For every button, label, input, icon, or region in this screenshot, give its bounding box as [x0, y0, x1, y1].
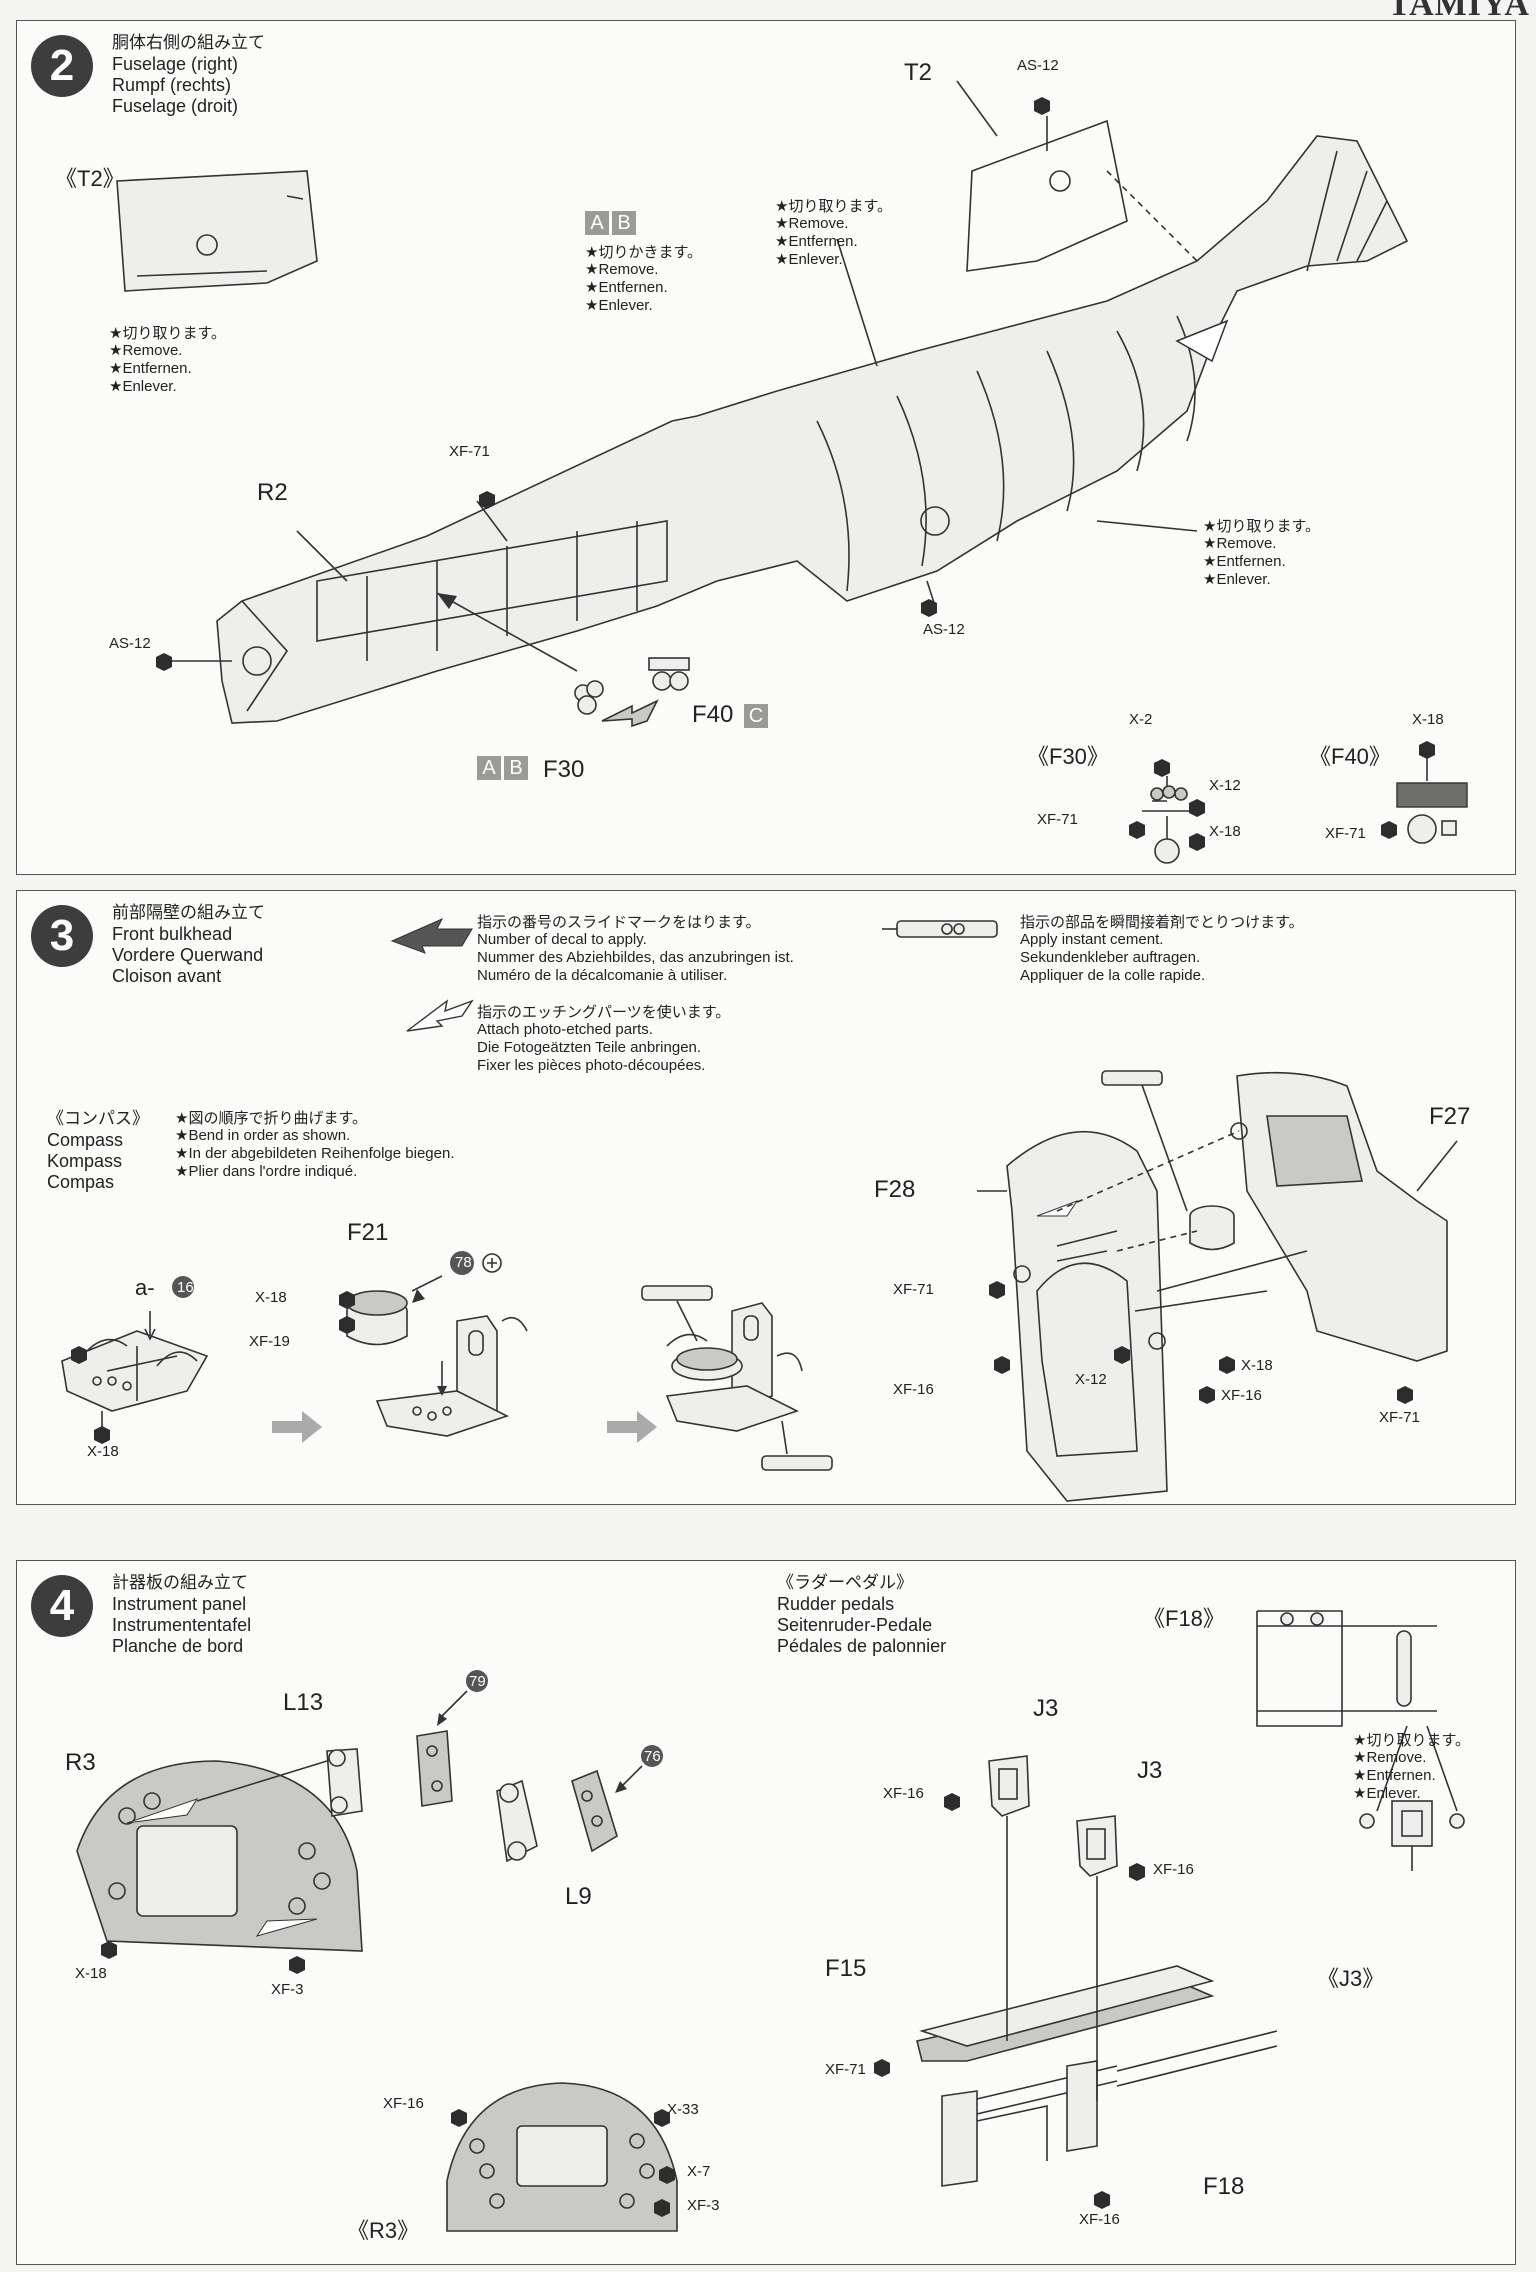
- label-a16-num: 16: [177, 1279, 194, 1296]
- step-number: 3: [31, 905, 93, 967]
- label-decal76: 76: [644, 1748, 661, 1765]
- f18-detail-title: 《F18》: [1143, 1606, 1225, 1631]
- title-de: Instrumententafel: [112, 1615, 252, 1635]
- label-x18-f40: X-18: [1412, 711, 1444, 728]
- compass-title: 《コンパス》 Compass Kompass Compas: [47, 1109, 149, 1192]
- t2-remove-note: ★切り取ります。 ★Remove. ★Entfernen. ★Enlever.: [109, 324, 226, 395]
- label-x2: X-2: [1129, 711, 1153, 728]
- title-fr: Cloison avant: [112, 966, 222, 986]
- step-3-panel: 3 前部隔壁の組み立て Front bulkhead Vordere Querw…: [16, 890, 1516, 1505]
- label-r3: R3: [65, 1749, 96, 1776]
- label-f40: F40: [692, 701, 734, 728]
- legend-decal: 指示の番号のスライドマークをはります。 Number of decal to a…: [477, 913, 794, 984]
- label-xf71: XF-71: [449, 443, 490, 460]
- step-2-panel: 2 胴体右側の組み立て Fuselage (right) Rumpf (rech…: [16, 20, 1516, 875]
- instrument-rudder-drawing: [76, 1610, 1465, 2232]
- label-j3-a: J3: [1033, 1695, 1059, 1722]
- label-xf16-j3b: XF-16: [1153, 1861, 1194, 1878]
- compass-note: ★図の順序で折り曲げます。 ★Bend in order as shown. ★…: [175, 1109, 455, 1180]
- label-xf71-b: XF-71: [1379, 1409, 1420, 1426]
- label-f30: F30: [543, 756, 585, 783]
- label-f28: F28: [874, 1176, 916, 1203]
- step-number: 4: [31, 1575, 93, 1637]
- f40-detail-title: 《F40》: [1309, 744, 1391, 769]
- label-xf16-r3: XF-16: [383, 2095, 424, 2112]
- step-title: 胴体右側の組み立て Fuselage (right) Rumpf (rechts…: [112, 33, 265, 117]
- title-fr: Planche de bord: [112, 1636, 244, 1656]
- label-x12: X-12: [1209, 777, 1241, 794]
- label-x7: X-7: [687, 2163, 711, 2180]
- label-xf3: XF-3: [271, 1981, 304, 1998]
- fuselage-remove-note-top: ★切り取ります。 ★Remove. ★Entfernen. ★Enlever.: [775, 197, 892, 268]
- step-4-panel: 4 計器板の組み立て Instrument panel Instrumenten…: [16, 1560, 1516, 2265]
- label-xf71-f30: XF-71: [1037, 811, 1078, 828]
- label-x12: X-12: [1075, 1371, 1107, 1388]
- label-x18-f21: X-18: [255, 1289, 287, 1306]
- title-de: Rumpf (rechts): [112, 75, 232, 95]
- title-de: Vordere Querwand: [112, 945, 264, 965]
- step-title: 計器板の組み立て Instrument panel Instrumententa…: [112, 1573, 251, 1657]
- title-fr: Fuselage (droit): [112, 96, 239, 116]
- label-r2: R2: [257, 479, 288, 506]
- label-x18: X-18: [75, 1965, 107, 1982]
- label-decal79: 79: [469, 1673, 486, 1690]
- label-j3-b: J3: [1137, 1757, 1163, 1784]
- label-l13: L13: [283, 1689, 324, 1716]
- label-x18-b: X-18: [1241, 1357, 1273, 1374]
- inset-t2-title: 《T2》: [55, 166, 125, 191]
- step-number: 2: [31, 35, 93, 97]
- label-xf3-r3: XF-3: [687, 2197, 720, 2214]
- label-x18: X-18: [1209, 823, 1241, 840]
- legend-instant-cement: 指示の部品を瞬間接着剤でとりつけます。 Apply instant cement…: [1020, 913, 1304, 984]
- label-decal78: 78: [455, 1254, 472, 1271]
- rudder-pedals-title: 《ラダーペダル》 Rudder pedals Seitenruder-Pedal…: [777, 1573, 947, 1656]
- label-f15: F15: [825, 1955, 867, 1982]
- label-as12-top: AS-12: [1017, 57, 1059, 74]
- step-title: 前部隔壁の組み立て Front bulkhead Vordere Querwan…: [112, 903, 265, 987]
- label-xf71: XF-71: [825, 2061, 866, 2078]
- r3-detail-title: 《R3》: [347, 2218, 420, 2243]
- cut-note: ★切りかきます。 ★Remove. ★Entfernen. ★Enlever.: [585, 243, 702, 314]
- title-jp: 前部隔壁の組み立て: [112, 903, 265, 923]
- label-xf16-b: XF-16: [1221, 1387, 1262, 1404]
- label-xf19: XF-19: [249, 1333, 290, 1350]
- bulkhead-drawing: [61, 917, 1458, 1502]
- title-jp: 胴体右側の組み立て: [112, 33, 265, 53]
- label-xf16-f18: XF-16: [1079, 2211, 1120, 2228]
- label-t2: T2: [904, 59, 933, 86]
- label-l9: L9: [565, 1883, 592, 1910]
- f30-detail-title: 《F30》: [1027, 744, 1109, 769]
- title-en: Front bulkhead: [112, 924, 233, 944]
- label-as12-bottom: AS-12: [923, 621, 965, 638]
- label-x33: X-33: [667, 2101, 699, 2118]
- label-as12-left: AS-12: [109, 635, 151, 652]
- label-f21: F21: [347, 1219, 389, 1246]
- title-en: Fuselage (right): [112, 54, 239, 74]
- label-x18: X-18: [87, 1443, 119, 1460]
- legend-photo-etched: 指示のエッチングパーツを使います。 Attach photo-etched pa…: [477, 1003, 731, 1074]
- title-en: Instrument panel: [112, 1594, 247, 1614]
- label-xf71-a: XF-71: [893, 1281, 934, 1298]
- j3-detail-title: 《J3》: [1317, 1966, 1385, 1991]
- label-xf16-j3a: XF-16: [883, 1785, 924, 1802]
- code-c: C: [744, 704, 768, 728]
- label-f27: F27: [1429, 1103, 1471, 1130]
- f18-remove-note: ★切り取ります。 ★Remove. ★Entfernen. ★Enlever.: [1353, 1731, 1470, 1802]
- fuselage-remove-note-right: ★切り取ります。 ★Remove. ★Entfernen. ★Enlever.: [1203, 517, 1320, 588]
- title-jp: 計器板の組み立て: [112, 1573, 248, 1593]
- label-a16: a-: [135, 1275, 155, 1300]
- label-f18: F18: [1203, 2173, 1245, 2200]
- label-xf71-f40: XF-71: [1325, 825, 1366, 842]
- fuselage-drawing: [116, 80, 1468, 864]
- brand-logo: TAMIYA: [1387, 0, 1530, 23]
- label-xf16-a: XF-16: [893, 1381, 934, 1398]
